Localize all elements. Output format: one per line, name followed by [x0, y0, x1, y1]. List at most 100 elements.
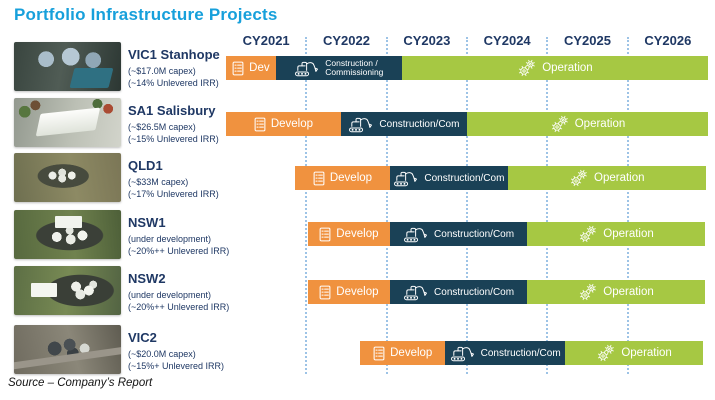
phase-label: Develop: [336, 228, 378, 240]
project-detail: (under development): [128, 290, 212, 300]
phase-label: Develop: [336, 286, 378, 298]
excavator-icon: [393, 170, 419, 187]
phase-label-line: Operation: [621, 347, 672, 359]
year-header: CY2026: [644, 33, 692, 48]
project-detail: (under development): [128, 234, 212, 244]
excavator-icon: [403, 226, 429, 243]
phase-bar-construction: Construction/Com: [340, 112, 467, 136]
checklist-icon: [313, 171, 325, 186]
excavator-icon: [450, 345, 476, 362]
excavator-icon: [348, 116, 374, 133]
phase-bar-operation: Operation: [527, 280, 705, 304]
phase-label: Construction /Commissioning: [325, 57, 384, 78]
phase-label: Develop: [390, 347, 432, 359]
phase-bar-develop: Develop: [226, 112, 341, 136]
phase-bar-construction: Construction/Com: [445, 341, 565, 365]
phase-bar-operation: Operation: [527, 222, 705, 246]
phase-label-line: Construction/Com: [480, 347, 561, 359]
phase-label-line: Construction/Com: [434, 286, 515, 298]
project-name: QLD1: [128, 158, 163, 173]
phase-label: Construction/Com: [434, 229, 514, 240]
phase-label-line: Construction/Com: [434, 228, 515, 240]
checklist-icon: [319, 285, 331, 300]
checklist-icon: [232, 61, 244, 76]
phase-label-line: Construction/Com: [424, 172, 505, 184]
column-divider: [385, 37, 388, 374]
phase-label: Construction/Com: [481, 348, 561, 359]
phase-bar-develop: Develop: [360, 341, 446, 365]
year-header: CY2022: [323, 33, 370, 48]
gears-icon: [578, 224, 598, 244]
column-divider: [305, 37, 308, 374]
project-photo: [14, 98, 121, 147]
phase-label: Operation: [575, 118, 626, 130]
phase-bar-operation: Operation: [565, 341, 704, 365]
project-name: NSW1: [128, 215, 166, 230]
phase-label-line: Operation: [603, 228, 654, 240]
gears-icon: [578, 282, 598, 302]
phase-label: Operation: [603, 228, 654, 240]
project-name: VIC2: [128, 330, 157, 345]
project-detail: (~17% Unlevered IRR): [128, 189, 219, 199]
phase-label-line: Operation: [594, 172, 645, 184]
phase-bar-operation: Operation: [467, 112, 708, 136]
phase-label-line: Operation: [542, 62, 593, 74]
phase-label: Construction/Com: [424, 173, 504, 184]
phase-label-line: Operation: [603, 286, 654, 298]
phase-label-line: Operation: [574, 118, 626, 130]
phase-label: Operation: [542, 62, 593, 74]
project-photo: [14, 42, 121, 91]
page-title: Portfolio Infrastructure Projects: [14, 5, 278, 24]
year-header: CY2024: [483, 33, 531, 48]
phase-label-line: Dev: [249, 62, 270, 74]
project-name: NSW2: [128, 271, 166, 286]
project-detail: (~$17.0M capex): [128, 66, 196, 76]
phase-label-line: Construction /: [325, 57, 378, 68]
phase-label: Operation: [621, 347, 672, 359]
phase-label: Develop: [271, 118, 313, 130]
project-detail: (~$20.0M capex): [128, 349, 196, 359]
project-photo: [14, 153, 121, 202]
phase-bar-construction: Construction/Com: [389, 166, 508, 190]
phase-label: Dev: [249, 62, 269, 74]
column-divider: [466, 37, 468, 374]
project-detail: (~20%++ Unlevered IRR): [128, 302, 230, 312]
project-detail: (~14% Unlevered IRR): [128, 78, 219, 88]
gears-icon: [517, 58, 537, 78]
phase-bar-construction: Construction /Commissioning: [275, 56, 402, 80]
phase-label: Operation: [594, 172, 645, 184]
phase-bar-construction: Construction/Com: [389, 280, 528, 304]
phase-label: Construction/Com: [379, 119, 459, 130]
phase-label: Develop: [330, 172, 372, 184]
phase-bar-construction: Construction/Com: [389, 222, 528, 246]
phase-label-line: Develop: [390, 347, 433, 359]
project-photo: [14, 266, 121, 315]
phase-bar-develop: Develop: [307, 222, 390, 246]
phase-label-line: Develop: [329, 172, 373, 184]
excavator-icon: [294, 60, 320, 77]
phase-label: Construction/Com: [434, 287, 514, 298]
phase-label: Operation: [603, 286, 654, 298]
year-header: CY2025: [564, 33, 611, 48]
phase-label-line: Construction/Com: [379, 118, 460, 130]
project-photo: [14, 210, 121, 259]
phase-bar-develop: Develop: [295, 166, 390, 190]
checklist-icon: [254, 117, 266, 132]
project-detail: (~$33M capex): [128, 177, 189, 187]
phase-bar-develop: Dev: [226, 56, 276, 80]
phase-label-line: Commissioning: [325, 67, 384, 77]
project-detail: (~15% Unlevered IRR): [128, 134, 219, 144]
column-divider: [546, 37, 549, 374]
phase-label-line: Develop: [336, 228, 379, 240]
gears-icon: [550, 114, 570, 134]
phase-bar-operation: Operation: [401, 56, 708, 80]
project-detail: (~15%+ Unlevered IRR): [128, 361, 225, 371]
project-name: VIC1 Stanhope: [128, 47, 220, 62]
year-header: CY2023: [403, 33, 451, 48]
project-name: SA1 Salisbury: [128, 103, 216, 118]
column-divider: [626, 37, 629, 374]
project-photo: [14, 325, 121, 374]
phase-bar-develop: Develop: [307, 280, 390, 304]
excavator-icon: [403, 284, 429, 301]
source-note: Source – Company’s Report: [8, 377, 153, 389]
